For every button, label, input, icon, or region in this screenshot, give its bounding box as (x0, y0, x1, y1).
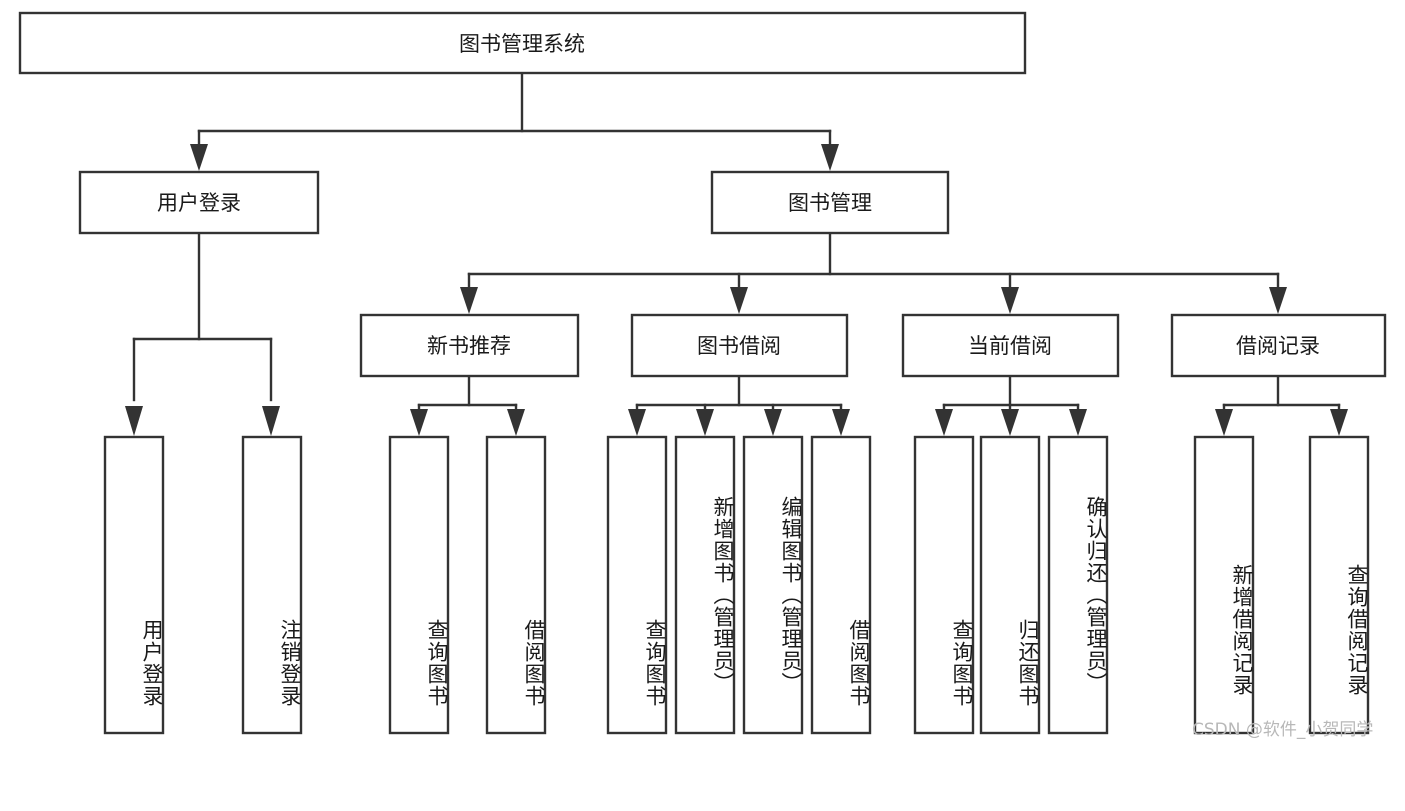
arrow-book-borrow-leaf-2 (696, 409, 714, 436)
arrow-new-book-leaf-2 (507, 409, 525, 436)
arrow-book-borrow-leaf-4 (832, 409, 850, 436)
node-book-manage-label: 图书管理 (788, 191, 872, 215)
node-user-login-label: 用户登录 (157, 191, 241, 215)
arrow-new-book-leaf-1 (410, 409, 428, 436)
arrow-book-manage-to-borrow-record (1269, 287, 1287, 314)
leaf-box-borrow-record-1[interactable] (1193, 435, 1255, 735)
node-book-borrow[interactable]: 图书借阅 (630, 313, 849, 378)
connector-group-borrow-record (1215, 374, 1348, 436)
arrow-current-borrow-leaf-2 (1001, 409, 1019, 436)
node-current-borrow-label: 当前借阅 (968, 334, 1052, 358)
node-root-label: 图书管理系统 (459, 32, 585, 56)
arrow-root-to-user-login (190, 144, 208, 171)
arrow-root-to-book-manage (821, 144, 839, 171)
leaf-box-current-borrow-3[interactable] (1047, 435, 1109, 735)
node-book-manage-box[interactable] (710, 170, 950, 235)
connector-group-book-borrow (628, 374, 850, 436)
leaf-box-group (103, 435, 1370, 735)
arrow-current-borrow-leaf-1 (935, 409, 953, 436)
leaf-box-user-login-1[interactable] (103, 435, 165, 735)
node-root-box[interactable] (18, 11, 1027, 75)
tree-diagram-svg: 图书管理系统 用户登录 图书管理 新书推荐 图书借阅 当前借阅 借阅记录 (18, 11, 1387, 735)
leaf-box-current-borrow-2[interactable] (979, 435, 1041, 735)
leaf-box-book-borrow-4[interactable] (810, 435, 872, 735)
csdn-watermark: CSDN @软件_小贺同学 (1192, 720, 1374, 740)
node-new-book-recommend-box[interactable] (359, 313, 580, 378)
node-new-book-recommend[interactable]: 新书推荐 (359, 313, 580, 378)
node-borrow-record-box[interactable] (1170, 313, 1387, 378)
connector-group-root (190, 71, 839, 171)
node-current-borrow-box[interactable] (901, 313, 1120, 378)
diagram-canvas: 图书管理系统 用户登录 图书管理 新书推荐 图书借阅 当前借阅 借阅记录 (18, 11, 1387, 740)
arrow-book-manage-to-current-borrow (1001, 287, 1019, 314)
leaf-box-book-borrow-3[interactable] (742, 435, 804, 735)
leaf-box-book-borrow-1[interactable] (606, 435, 668, 735)
leaf-box-new-book-1[interactable] (388, 435, 450, 735)
node-current-borrow[interactable]: 当前借阅 (901, 313, 1120, 378)
node-new-book-recommend-label: 新书推荐 (427, 334, 511, 358)
arrow-book-borrow-leaf-1 (628, 409, 646, 436)
node-user-login[interactable]: 用户登录 (78, 170, 320, 235)
leaf-box-current-borrow-1[interactable] (913, 435, 975, 735)
node-book-borrow-label: 图书借阅 (697, 334, 781, 358)
leaf-box-new-book-2[interactable] (485, 435, 547, 735)
node-borrow-record-label: 借阅记录 (1236, 334, 1320, 358)
leaf-box-borrow-record-2[interactable] (1308, 435, 1370, 735)
node-root[interactable]: 图书管理系统 (18, 11, 1027, 75)
arrow-user-login-leaf-2 (262, 406, 280, 436)
arrow-current-borrow-leaf-3 (1069, 409, 1087, 436)
leaf-box-user-login-2[interactable] (241, 435, 303, 735)
arrow-book-manage-to-book-borrow (730, 287, 748, 314)
arrow-book-manage-to-new-book (460, 287, 478, 314)
node-book-borrow-box[interactable] (630, 313, 849, 378)
arrow-borrow-record-leaf-2 (1330, 409, 1348, 436)
node-book-manage[interactable]: 图书管理 (710, 170, 950, 235)
leaf-box-book-borrow-2[interactable] (674, 435, 736, 735)
connector-group-current-borrow (935, 374, 1087, 436)
connector-group-new-book (410, 374, 525, 436)
arrow-borrow-record-leaf-1 (1215, 409, 1233, 436)
connector-group-book-manage (460, 231, 1287, 314)
connector-group-user-login (125, 231, 280, 436)
node-borrow-record[interactable]: 借阅记录 (1170, 313, 1387, 378)
arrow-user-login-leaf-1 (125, 406, 143, 436)
arrow-book-borrow-leaf-3 (764, 409, 782, 436)
node-user-login-box[interactable] (78, 170, 320, 235)
